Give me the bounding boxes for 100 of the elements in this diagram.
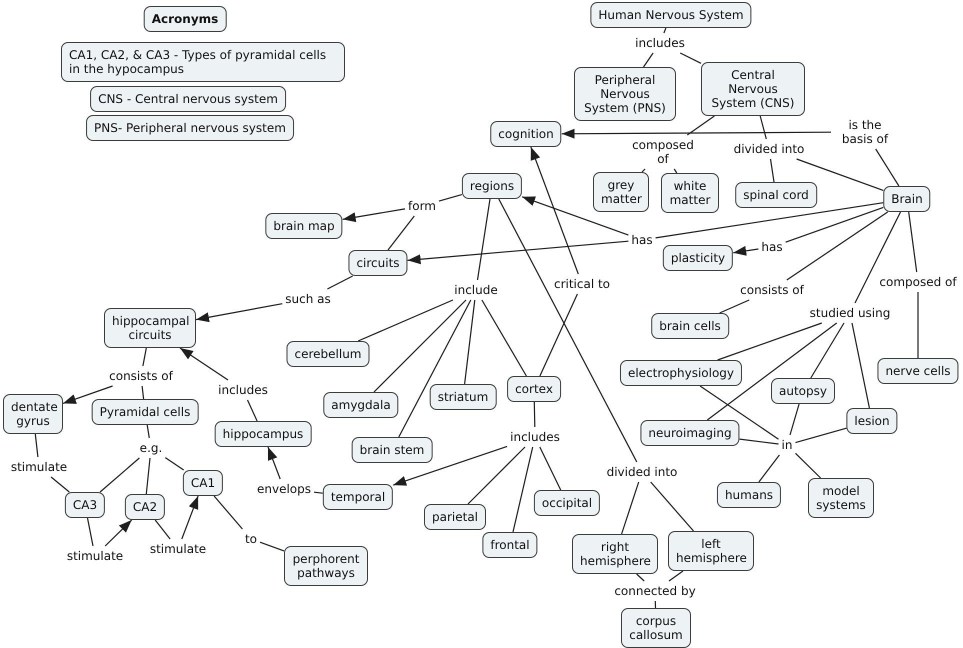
arrow bbox=[196, 303, 282, 322]
concept-box: CA1 bbox=[182, 470, 224, 496]
arrow bbox=[104, 520, 132, 546]
linking-phrase: has bbox=[761, 240, 783, 254]
connector-line bbox=[464, 300, 476, 384]
connector-line bbox=[246, 400, 258, 422]
connector-line bbox=[534, 402, 536, 428]
connector-line bbox=[796, 158, 884, 191]
concept-box: brain cells bbox=[651, 313, 729, 339]
connector-line bbox=[785, 206, 884, 243]
connector-line bbox=[740, 438, 779, 445]
concept-box: dentate gyrus bbox=[3, 394, 63, 434]
connector-line bbox=[758, 454, 780, 482]
concept-box: temporal bbox=[322, 484, 394, 510]
arrow bbox=[180, 348, 228, 380]
connector-line bbox=[358, 299, 454, 342]
connector-line bbox=[636, 574, 645, 582]
connector-line bbox=[142, 348, 147, 366]
concept-box: electrophysiology bbox=[620, 360, 742, 386]
linking-phrase: stimulate bbox=[66, 549, 124, 563]
linking-phrase: studied using bbox=[810, 306, 890, 320]
concept-box: nerve cells bbox=[877, 358, 959, 384]
connector-line bbox=[908, 212, 918, 272]
linking-phrase: divided into bbox=[734, 142, 804, 156]
connector-line bbox=[398, 300, 472, 438]
linking-phrase: divided into bbox=[606, 465, 678, 479]
connector-line bbox=[663, 28, 666, 34]
arrow bbox=[181, 496, 199, 540]
connector-line bbox=[650, 482, 694, 532]
connector-line bbox=[706, 322, 838, 420]
note-box: CA1, CA2, & CA3 - Types of pyramidal cells in the hypocampus bbox=[61, 42, 345, 82]
connector-line bbox=[476, 198, 491, 280]
connector-line bbox=[851, 322, 870, 408]
connector-line bbox=[789, 404, 800, 436]
concept-box: autopsy bbox=[771, 378, 835, 404]
arrow bbox=[342, 208, 406, 222]
linking-phrase: is the basis of bbox=[834, 118, 896, 146]
connector-line bbox=[481, 300, 527, 376]
concept-box: spinal cord bbox=[735, 182, 817, 208]
concept-box: parietal bbox=[424, 504, 486, 530]
concept-box: cerebellum bbox=[286, 341, 370, 367]
connector-line bbox=[327, 275, 353, 290]
concept-box: neuroimaging bbox=[640, 420, 740, 446]
linking-phrase: form bbox=[408, 199, 436, 213]
concept-box: frontal bbox=[482, 532, 538, 558]
concept-box: lesion bbox=[846, 408, 898, 434]
connector-line bbox=[810, 322, 845, 378]
connector-line bbox=[164, 457, 184, 470]
connector-line bbox=[34, 434, 38, 458]
concept-box: Pyramidal cells bbox=[92, 399, 198, 425]
concept-box: circuits bbox=[348, 250, 408, 276]
linking-phrase: includes bbox=[635, 36, 685, 50]
connector-line bbox=[388, 216, 415, 250]
connector-line bbox=[539, 446, 562, 490]
concept-box: CA2 bbox=[124, 494, 166, 520]
connector-line bbox=[680, 52, 702, 64]
connector-line bbox=[795, 428, 847, 444]
connector-line bbox=[917, 292, 919, 358]
concept-box: CA3 bbox=[64, 492, 106, 518]
arrow bbox=[562, 128, 831, 139]
connector-line bbox=[100, 458, 140, 492]
connector-line bbox=[686, 116, 715, 136]
connector-line bbox=[498, 198, 638, 462]
arrow bbox=[522, 196, 629, 236]
connector-line bbox=[260, 542, 284, 552]
concept-box: amygdala bbox=[323, 392, 399, 418]
note-box: CNS - Central nervous system bbox=[90, 86, 286, 112]
connector-line bbox=[539, 294, 578, 376]
connector-line bbox=[146, 424, 150, 438]
concept-box: cognition bbox=[490, 121, 562, 147]
linking-phrase: has bbox=[631, 233, 653, 247]
concept-box: humans bbox=[716, 482, 782, 508]
connector-line bbox=[146, 458, 151, 494]
arrow bbox=[267, 446, 281, 480]
connector-line bbox=[86, 518, 94, 546]
connector-line bbox=[154, 520, 171, 540]
concept-box: brain map bbox=[265, 213, 343, 239]
connector-line bbox=[770, 158, 775, 182]
connector-line bbox=[621, 482, 640, 534]
connector-line bbox=[512, 446, 534, 532]
concept-box: Brain bbox=[883, 186, 931, 212]
linking-phrase: include bbox=[454, 283, 498, 297]
connector-line bbox=[700, 386, 779, 440]
linking-phrase: to bbox=[244, 532, 258, 546]
connector-line bbox=[875, 148, 900, 186]
linking-phrase: consists of bbox=[740, 283, 804, 297]
connector-line bbox=[374, 300, 466, 392]
linking-phrase: stimulate bbox=[10, 460, 68, 474]
concept-box: model systems bbox=[808, 478, 874, 518]
connector-line bbox=[656, 202, 884, 238]
connector-line bbox=[719, 299, 750, 314]
linking-phrase: in bbox=[782, 438, 792, 452]
concept-box: Central Nervous System (CNS) bbox=[701, 62, 805, 116]
linking-phrase: stimulate bbox=[150, 542, 206, 556]
concept-box: plasticity bbox=[662, 245, 734, 271]
connector-line bbox=[438, 194, 462, 202]
arrow bbox=[408, 240, 628, 264]
arrow bbox=[62, 385, 113, 404]
connector-line bbox=[468, 446, 526, 504]
linking-phrase: e.g. bbox=[140, 441, 162, 455]
